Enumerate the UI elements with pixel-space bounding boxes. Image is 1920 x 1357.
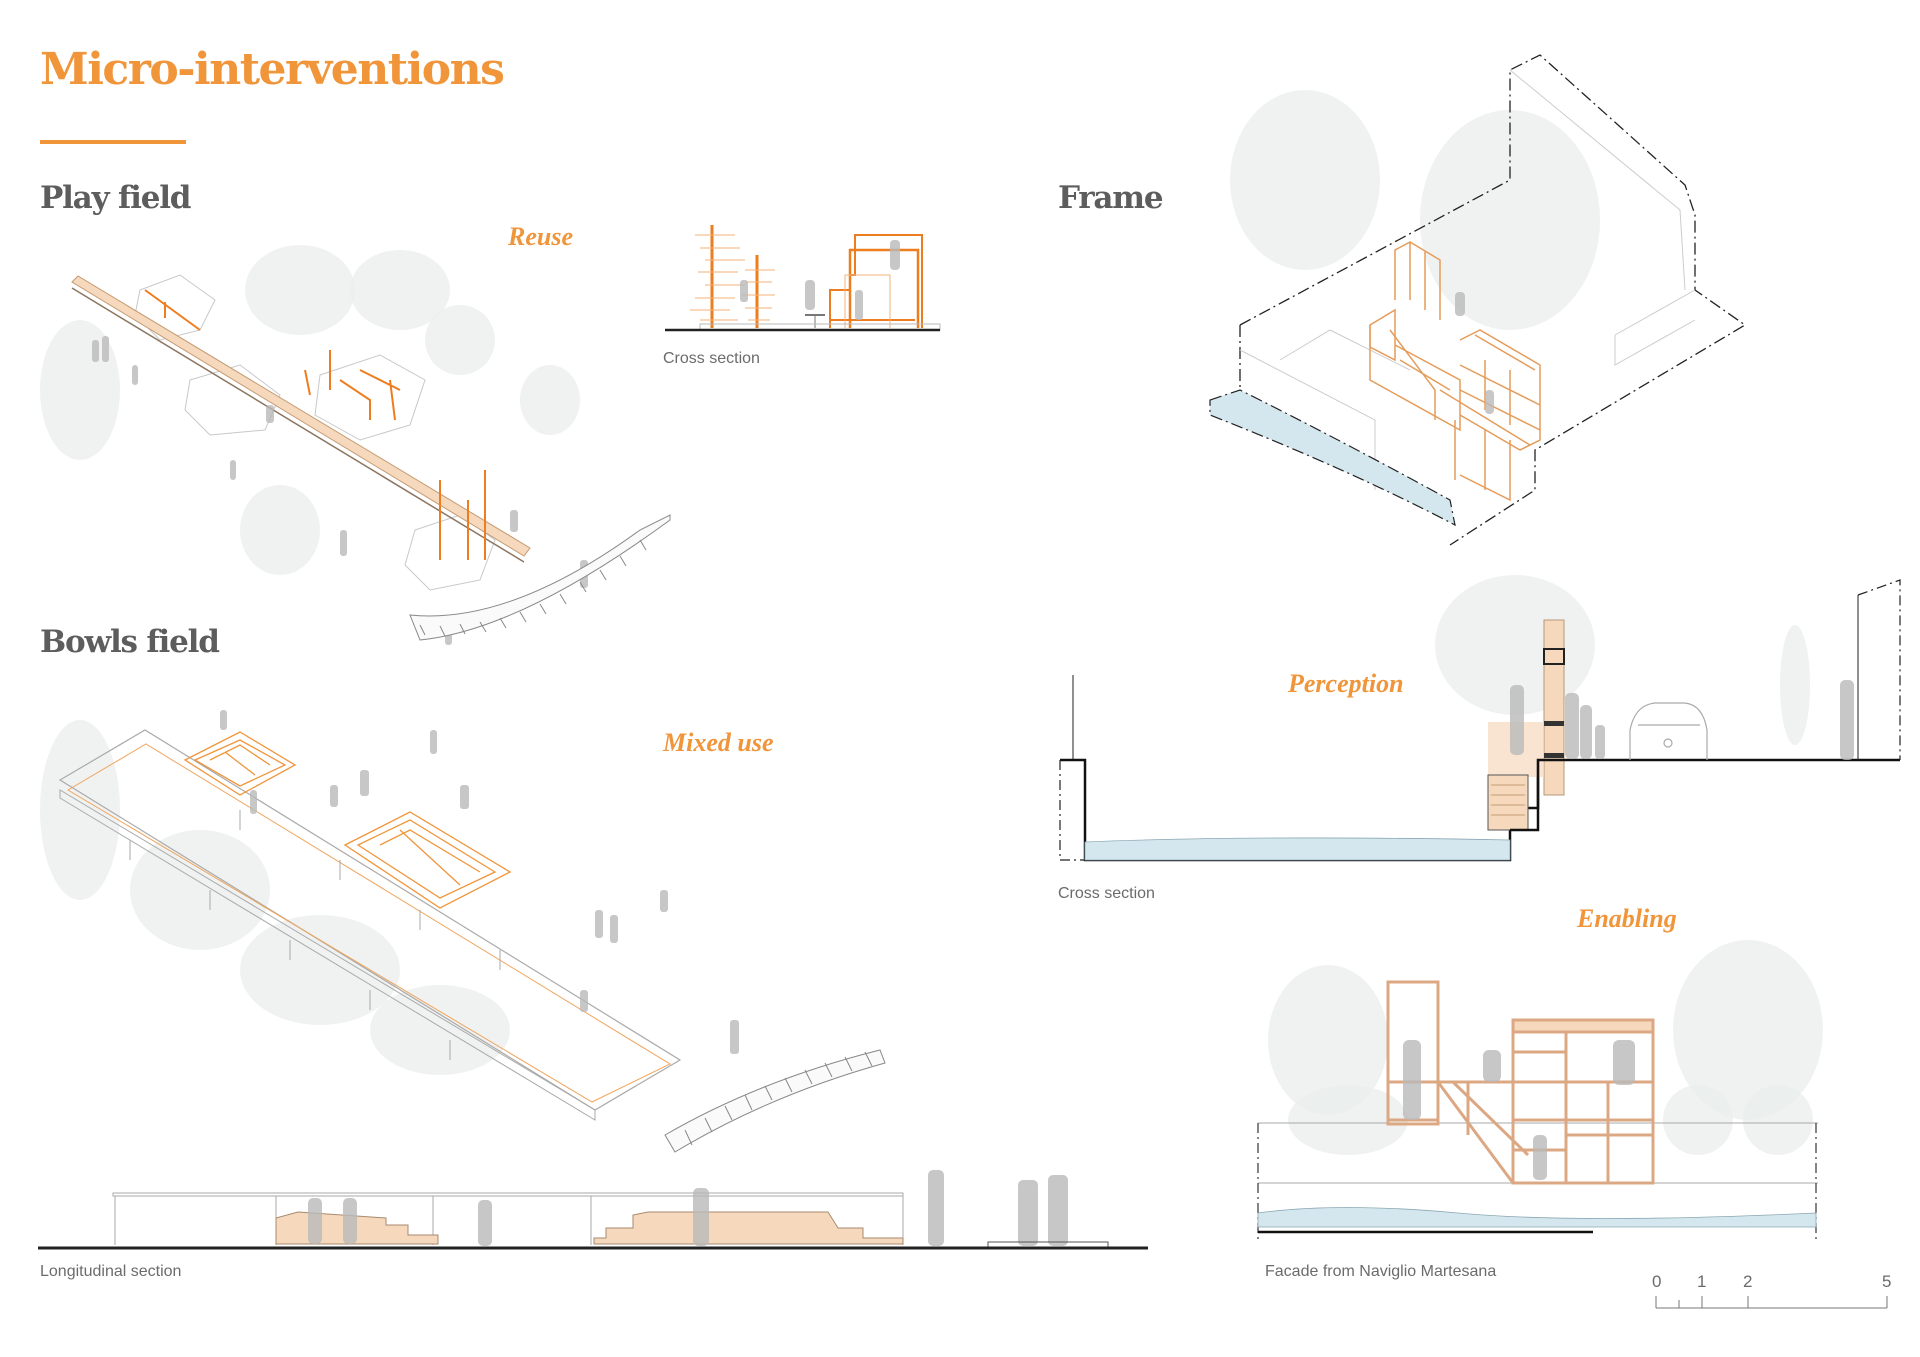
play-field-heading: Play field: [40, 180, 191, 216]
curved-boardwalk: [664, 1049, 886, 1153]
people-silhouettes: [1455, 292, 1494, 414]
people-silhouettes: [308, 1170, 1068, 1246]
frame-axonometric: [1209, 54, 1747, 546]
play-field-cross-section: [665, 225, 941, 332]
enabling-tag: Enabling: [1577, 904, 1677, 933]
stepped-seating-right: [593, 1211, 904, 1245]
background-trees: [1268, 940, 1823, 1155]
scale-label-2: 2: [1743, 1272, 1753, 1291]
longitudinal-section: [38, 1170, 1148, 1250]
bowls-court: [58, 729, 682, 1121]
mixed-use-tag: Mixed use: [663, 728, 774, 757]
scale-bar: 0 1 2 5: [1650, 1270, 1892, 1310]
wooden-frame-structure: [1369, 241, 1541, 502]
background-trees: [40, 245, 580, 575]
background-trees: [40, 720, 510, 1075]
people-silhouettes: [92, 336, 588, 645]
background-trees: [1230, 90, 1600, 330]
scale-label-0: 0: [1652, 1272, 1662, 1291]
page-title: Micro-interventions: [40, 44, 505, 95]
people-silhouettes: [1510, 680, 1854, 760]
bowls-field-axonometric: [40, 710, 886, 1153]
play-equipment: [144, 289, 486, 560]
water-channel: [1209, 389, 1456, 527]
car-icon: [1629, 702, 1708, 760]
play-field-cross-section-caption: Cross section: [663, 350, 760, 367]
long-beam: [71, 275, 531, 563]
title-underline: [40, 140, 186, 144]
bowls-field-heading: Bowls field: [40, 624, 220, 660]
background-trees: [1435, 575, 1810, 745]
play-field-axonometric: [40, 245, 671, 645]
scale-bar-ruler: [1655, 1296, 1888, 1309]
tiered-seating-platforms: [183, 731, 512, 909]
perception-tag: Perception: [1288, 669, 1404, 698]
facade-caption: Facade from Naviglio Martesana: [1265, 1263, 1497, 1280]
curved-boardwalk: [409, 514, 671, 641]
facade-elevation: [1257, 940, 1823, 1240]
frame-cross-section-caption: Cross section: [1058, 885, 1155, 902]
people-silhouettes: [1403, 1040, 1635, 1180]
scale-label-5: 5: [1882, 1272, 1892, 1291]
people-silhouettes: [220, 710, 739, 1054]
reuse-tag: Reuse: [508, 222, 573, 251]
building-outline: [1239, 54, 1747, 546]
frame-cross-section: [1059, 575, 1901, 862]
scale-label-1: 1: [1697, 1272, 1707, 1291]
longitudinal-section-caption: Longitudinal section: [40, 1263, 182, 1280]
frame-heading: Frame: [1058, 180, 1164, 216]
wooden-frame-structure: [1386, 980, 1655, 1185]
